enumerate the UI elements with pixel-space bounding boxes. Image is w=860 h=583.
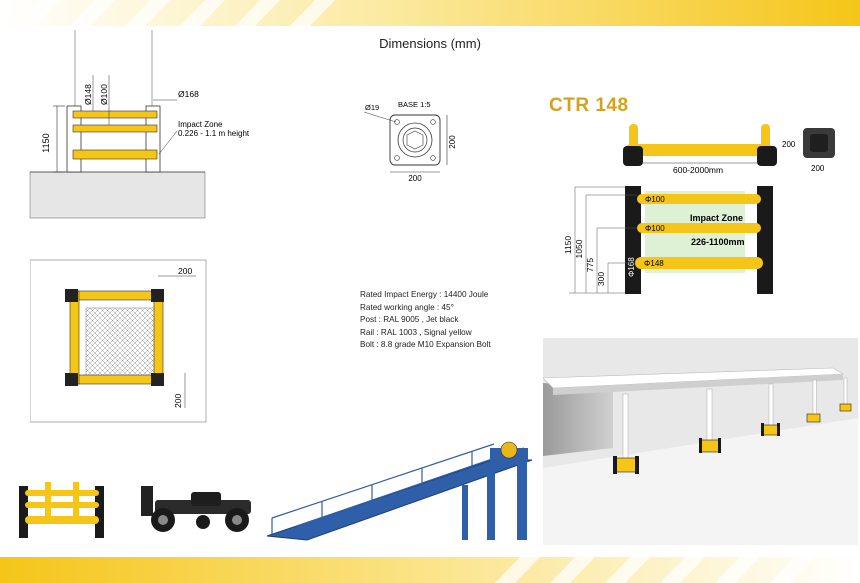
product-name: CTR 148	[549, 95, 629, 116]
side-dim-label: 200	[173, 394, 183, 408]
front-elevation-drawing: 1150 Ø148 Ø100 Ø168 Impact Zone 0.226 - …	[29, 30, 250, 219]
product-side-render: Φ100 Φ100 Φ148 Impact Zone 226-1100mm Φ1…	[563, 186, 773, 294]
dim-1150: 1150	[563, 236, 573, 255]
base-w-label: 200	[811, 164, 825, 173]
impact-zone-mm: 226-1100mm	[691, 237, 745, 247]
rail-dia148: Φ148	[644, 259, 664, 268]
ramp-render	[266, 441, 533, 541]
impact-zone-range: 0.226 - 1.1 m height	[178, 129, 250, 138]
front-height-label: 1150	[41, 133, 51, 152]
base-dia19-label: Ø19	[365, 103, 379, 112]
impact-zone-title: Impact Zone	[690, 213, 743, 223]
spec-rail-color: Rail : RAL 1003 , Signal yellow	[360, 327, 472, 337]
impact-zone-label: Impact Zone	[178, 120, 223, 129]
front-dia100-label: Ø100	[99, 84, 109, 105]
dim-300: 300	[596, 272, 606, 286]
mezzanine-render	[543, 338, 858, 545]
spec-list: Rated Impact Energy : 14400 Joule Rated …	[360, 289, 491, 352]
post-dia168: Φ168	[627, 257, 636, 277]
rail-dia100-a: Φ100	[645, 195, 665, 204]
rail-dia100-b: Φ100	[645, 224, 665, 233]
spec-working-angle: Rated working angle : 45°	[360, 302, 454, 312]
front-dia168-label: Ø168	[178, 89, 199, 99]
span-label: 600-2000mm	[673, 165, 723, 175]
top-dim-label: 200	[178, 266, 192, 276]
barrier-render	[19, 482, 104, 538]
product-top-render: 600-2000mm 200 200	[623, 124, 835, 175]
base-width-label: 200	[408, 174, 422, 183]
footer-stripe	[0, 557, 860, 583]
base-scale-label: BASE 1:5	[398, 100, 431, 109]
spec-bolt: Bolt : 8.8 grade M10 Expansion Bolt	[360, 340, 491, 350]
spec-post-color: Post : RAL 9005 , Jet black	[360, 315, 459, 325]
dim-1050: 1050	[574, 239, 584, 258]
top-view-drawing: 200 200	[30, 259, 207, 423]
header-stripe	[0, 0, 860, 26]
dim-775: 775	[585, 258, 595, 272]
base-height-label: 200	[448, 135, 457, 149]
base-h-label: 200	[782, 140, 796, 149]
base-plate-drawing: BASE 1:5 Ø19 200 200	[363, 100, 457, 183]
front-dia148-label: Ø148	[83, 84, 93, 105]
vehicle-render	[141, 486, 251, 532]
spec-impact-energy: Rated Impact Energy : 14400 Joule	[360, 290, 489, 299]
page-title: Dimensions (mm)	[379, 36, 481, 51]
